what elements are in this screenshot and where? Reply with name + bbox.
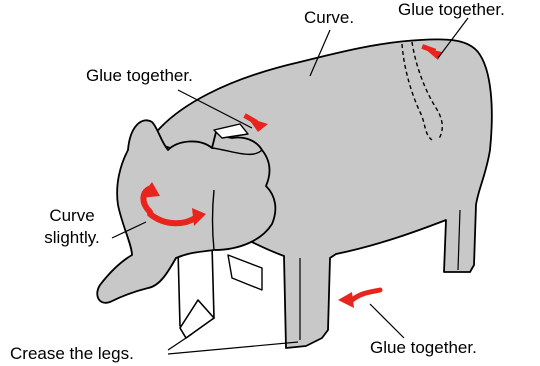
label-curve-slightly-1: Curve — [34, 206, 110, 226]
arrow-bottom-glue — [338, 290, 380, 308]
leader-crease-2 — [168, 342, 298, 354]
label-curve-slightly-2: slightly. — [34, 228, 110, 248]
label-glue-bottom: Glue together. — [370, 338, 477, 358]
inner-leg-flap — [228, 255, 262, 290]
label-crease-legs: Crease the legs. — [10, 344, 134, 364]
leader-crease-1 — [168, 334, 192, 350]
label-curve-top: Curve. — [304, 8, 354, 28]
label-glue-head: Glue together. — [86, 66, 193, 86]
label-glue-top-right: Glue together. — [398, 0, 505, 20]
leader-glue-bottom — [370, 304, 404, 338]
